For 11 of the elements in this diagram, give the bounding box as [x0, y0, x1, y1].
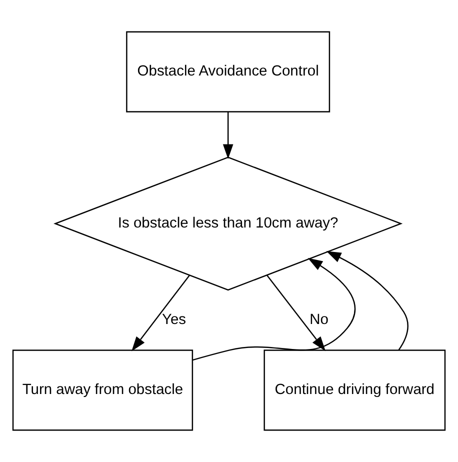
- arrow: [222, 112, 234, 160]
- node-box: Obstacle Avoidance Control: [126, 31, 330, 112]
- node-box: Turn away from obstacle: [12, 350, 194, 431]
- edge-label: No: [310, 312, 328, 328]
- node-diamond: Is obstacle less than 10cm away?: [54, 156, 403, 291]
- node-box: Continue driving forward: [264, 350, 446, 431]
- arrow: [132, 275, 190, 352]
- arrow: [192, 258, 356, 361]
- edge-label: Yes: [162, 312, 186, 328]
- arrow: [326, 251, 408, 350]
- arrow: [266, 275, 326, 352]
